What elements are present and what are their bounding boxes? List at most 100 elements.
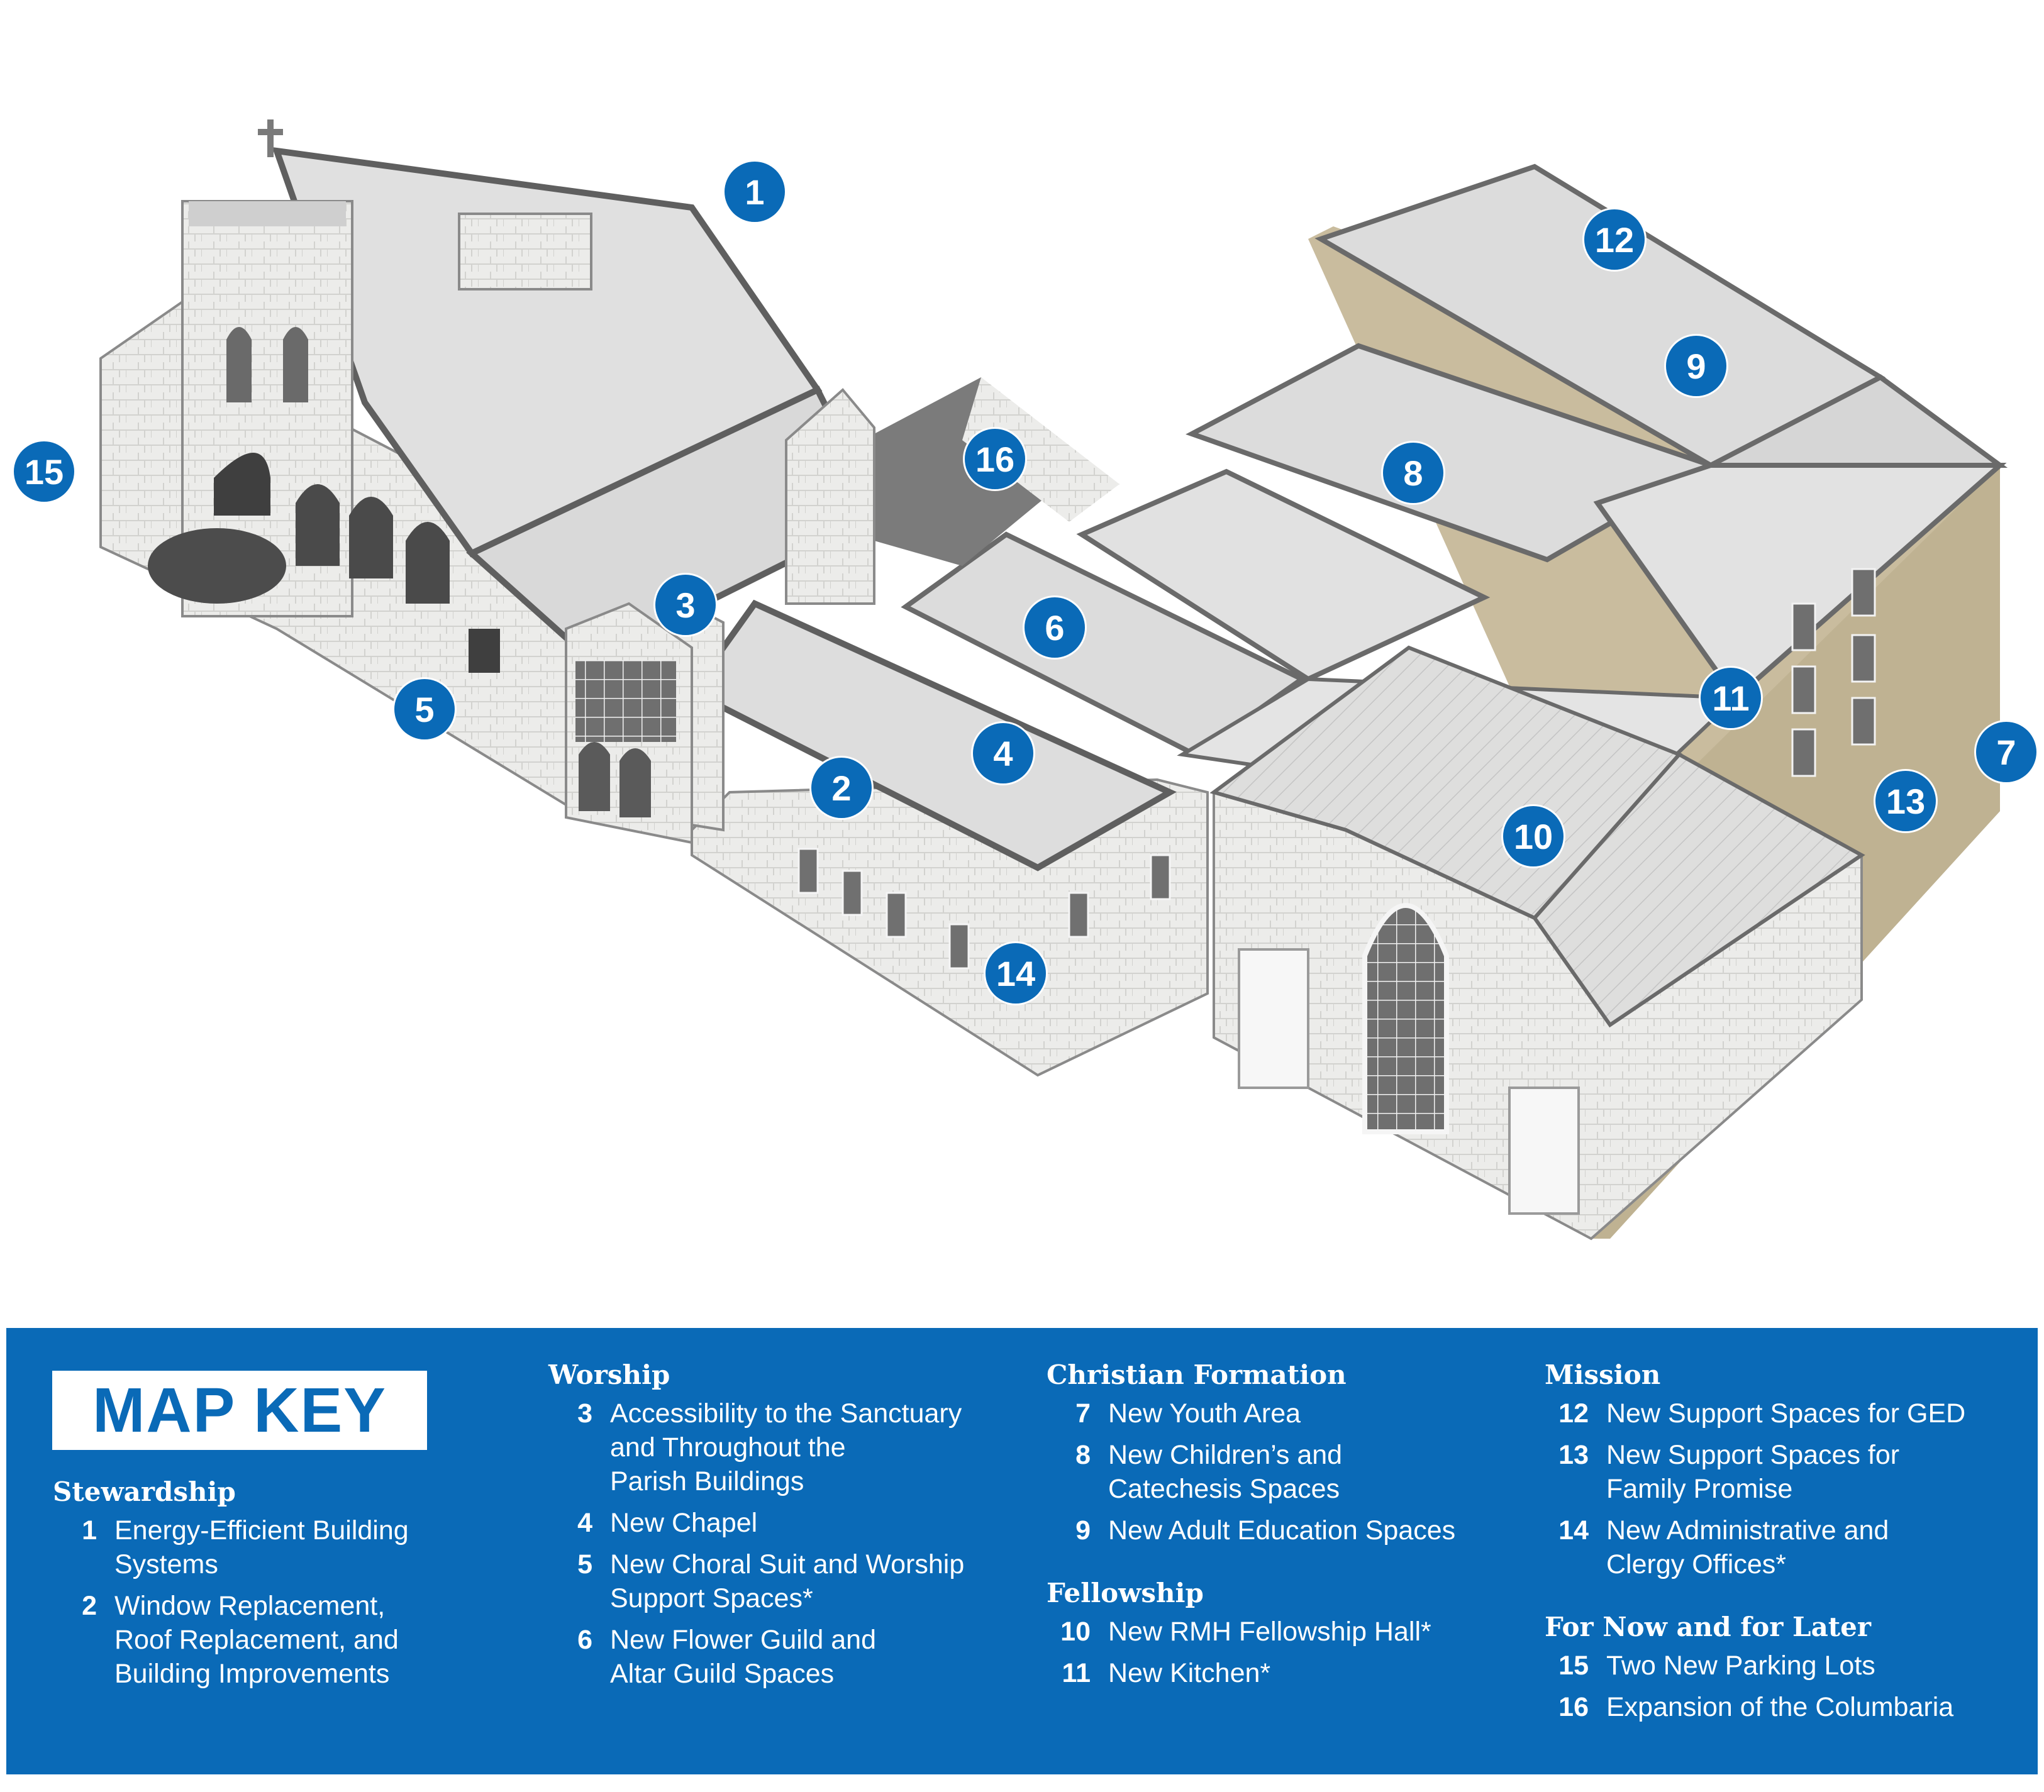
marker-4[interactable]: 4 [973, 723, 1033, 783]
key-entry-number: 16 [1558, 1692, 1589, 1722]
key-entry-number: 2 [82, 1591, 97, 1621]
marker-3[interactable]: 3 [655, 575, 716, 635]
key-entry-line: Catechesis Spaces [1108, 1474, 1340, 1504]
fellowship-hall [1209, 645, 1865, 1241]
key-entry-line: New RMH Fellowship Hall* [1108, 1617, 1431, 1647]
key-entry-15: 15 Two New Parking Lots [1545, 1649, 2010, 1683]
key-entry-16: 16 Expansion of the Columbaria [1545, 1690, 2010, 1724]
key-entry-label: New Chapel [610, 1506, 1001, 1540]
key-entry-line: New Flower Guild and [610, 1625, 877, 1655]
key-entry-10: 10 New RMH Fellowship Hall* [1047, 1615, 1499, 1649]
key-entry-line: Systems [114, 1549, 218, 1579]
key-entry-line: Energy-Efficient Building [114, 1515, 409, 1546]
category-heading: For Now and for Later [1545, 1612, 1872, 1642]
key-column-3: Christian Formation 7 New Youth Area 8 New C… [1047, 1359, 1499, 1698]
marker-8[interactable]: 8 [1383, 443, 1443, 503]
key-entry-number: 7 [1075, 1398, 1091, 1429]
key-entry-line: Building Improvements [114, 1659, 390, 1689]
key-entry-label: Window Replacement, Roof Replacement, and… [114, 1589, 443, 1691]
campus-illustration [99, 119, 2008, 1241]
map-key: MAP KEY Stewardship 1 Energy-Efficient Bui… [6, 1328, 2038, 1774]
key-entry-line: Clergy Offices* [1606, 1549, 1786, 1579]
key-entry-line: Accessibility to the Sanctuary [610, 1398, 962, 1429]
category-heading: Worship [548, 1359, 670, 1390]
key-entry-number: 8 [1075, 1440, 1091, 1470]
marker-14[interactable]: 14 [986, 943, 1046, 1004]
key-entry-line: Roof Replacement, and [114, 1625, 399, 1655]
office-wing [687, 599, 1209, 1077]
key-entry-number: 9 [1075, 1515, 1091, 1546]
group-spacer [1545, 1589, 2010, 1612]
key-entry-label: New Youth Area [1108, 1397, 1499, 1430]
marker-11[interactable]: 11 [1701, 668, 1761, 728]
chapel-gable [785, 388, 875, 605]
key-entry-line: New Kitchen* [1108, 1658, 1271, 1688]
key-entry-line: Support Spaces* [610, 1583, 813, 1613]
marker-12[interactable]: 12 [1584, 209, 1645, 270]
category-heading: Mission [1545, 1359, 1661, 1390]
key-entry-label: Expansion of the Columbaria [1606, 1690, 2010, 1724]
key-entry-9: 9 New Adult Education Spaces [1047, 1513, 1499, 1547]
key-entry-number: 10 [1060, 1617, 1091, 1647]
key-entry-line: New Chapel [610, 1508, 758, 1538]
key-entry-label: New Support Spaces for GED [1606, 1397, 2010, 1430]
category-heading: Fellowship [1047, 1578, 1204, 1608]
marker-13[interactable]: 13 [1875, 771, 1936, 831]
marker-16[interactable]: 16 [965, 429, 1025, 489]
map-key-title: MAP KEY [52, 1371, 427, 1450]
group-spacer [1047, 1555, 1499, 1578]
key-entry-line: Family Promise [1606, 1474, 1793, 1504]
courtyard-wall [962, 377, 1119, 522]
key-entry-number: 15 [1558, 1651, 1589, 1681]
category-heading: Stewardship [53, 1476, 236, 1507]
marker-10[interactable]: 10 [1503, 806, 1564, 866]
key-entry-line: Altar Guild Spaces [610, 1659, 835, 1689]
key-entry-line: New Support Spaces for GED [1606, 1398, 1966, 1429]
category-heading: Christian Formation [1047, 1359, 1347, 1390]
key-entry-number: 1 [82, 1515, 97, 1546]
key-entry-line: Window Replacement, [114, 1591, 386, 1621]
key-entry-label: Two New Parking Lots [1606, 1649, 2010, 1683]
marker-1[interactable]: 1 [725, 162, 785, 222]
key-entry-number: 5 [577, 1549, 592, 1579]
key-entry-line: New Administrative and [1606, 1515, 1889, 1546]
key-entry-line: New Choral Suit and Worship [610, 1549, 965, 1579]
marker-2[interactable]: 2 [811, 758, 872, 818]
marker-7[interactable]: 7 [1976, 722, 2036, 782]
key-entry-line: Parish Buildings [610, 1466, 804, 1496]
marker-15[interactable]: 15 [14, 441, 74, 502]
key-entry-line: New Children’s and [1108, 1440, 1343, 1470]
marker-9[interactable]: 9 [1666, 336, 1726, 396]
key-entry-12: 12 New Support Spaces for GED [1545, 1397, 2010, 1430]
key-entry-number: 13 [1558, 1440, 1589, 1470]
key-entry-line: Expansion of the Columbaria [1606, 1692, 1954, 1722]
key-entry-line: and Throughout the [610, 1432, 846, 1463]
marker-6[interactable]: 6 [1025, 597, 1085, 658]
key-entry-number: 4 [577, 1508, 592, 1538]
key-entry-number: 12 [1558, 1398, 1589, 1429]
key-entry-label: New RMH Fellowship Hall* [1108, 1615, 1499, 1649]
key-entry-number: 6 [577, 1625, 592, 1655]
key-entry-line: New Adult Education Spaces [1108, 1515, 1456, 1546]
key-entry-4: 4 New Chapel [548, 1506, 1001, 1540]
key-entry-7: 7 New Youth Area [1047, 1397, 1499, 1430]
key-entry-line: New Youth Area [1108, 1398, 1301, 1429]
marker-5[interactable]: 5 [394, 679, 455, 739]
key-entry-line: New Support Spaces for [1606, 1440, 1900, 1470]
